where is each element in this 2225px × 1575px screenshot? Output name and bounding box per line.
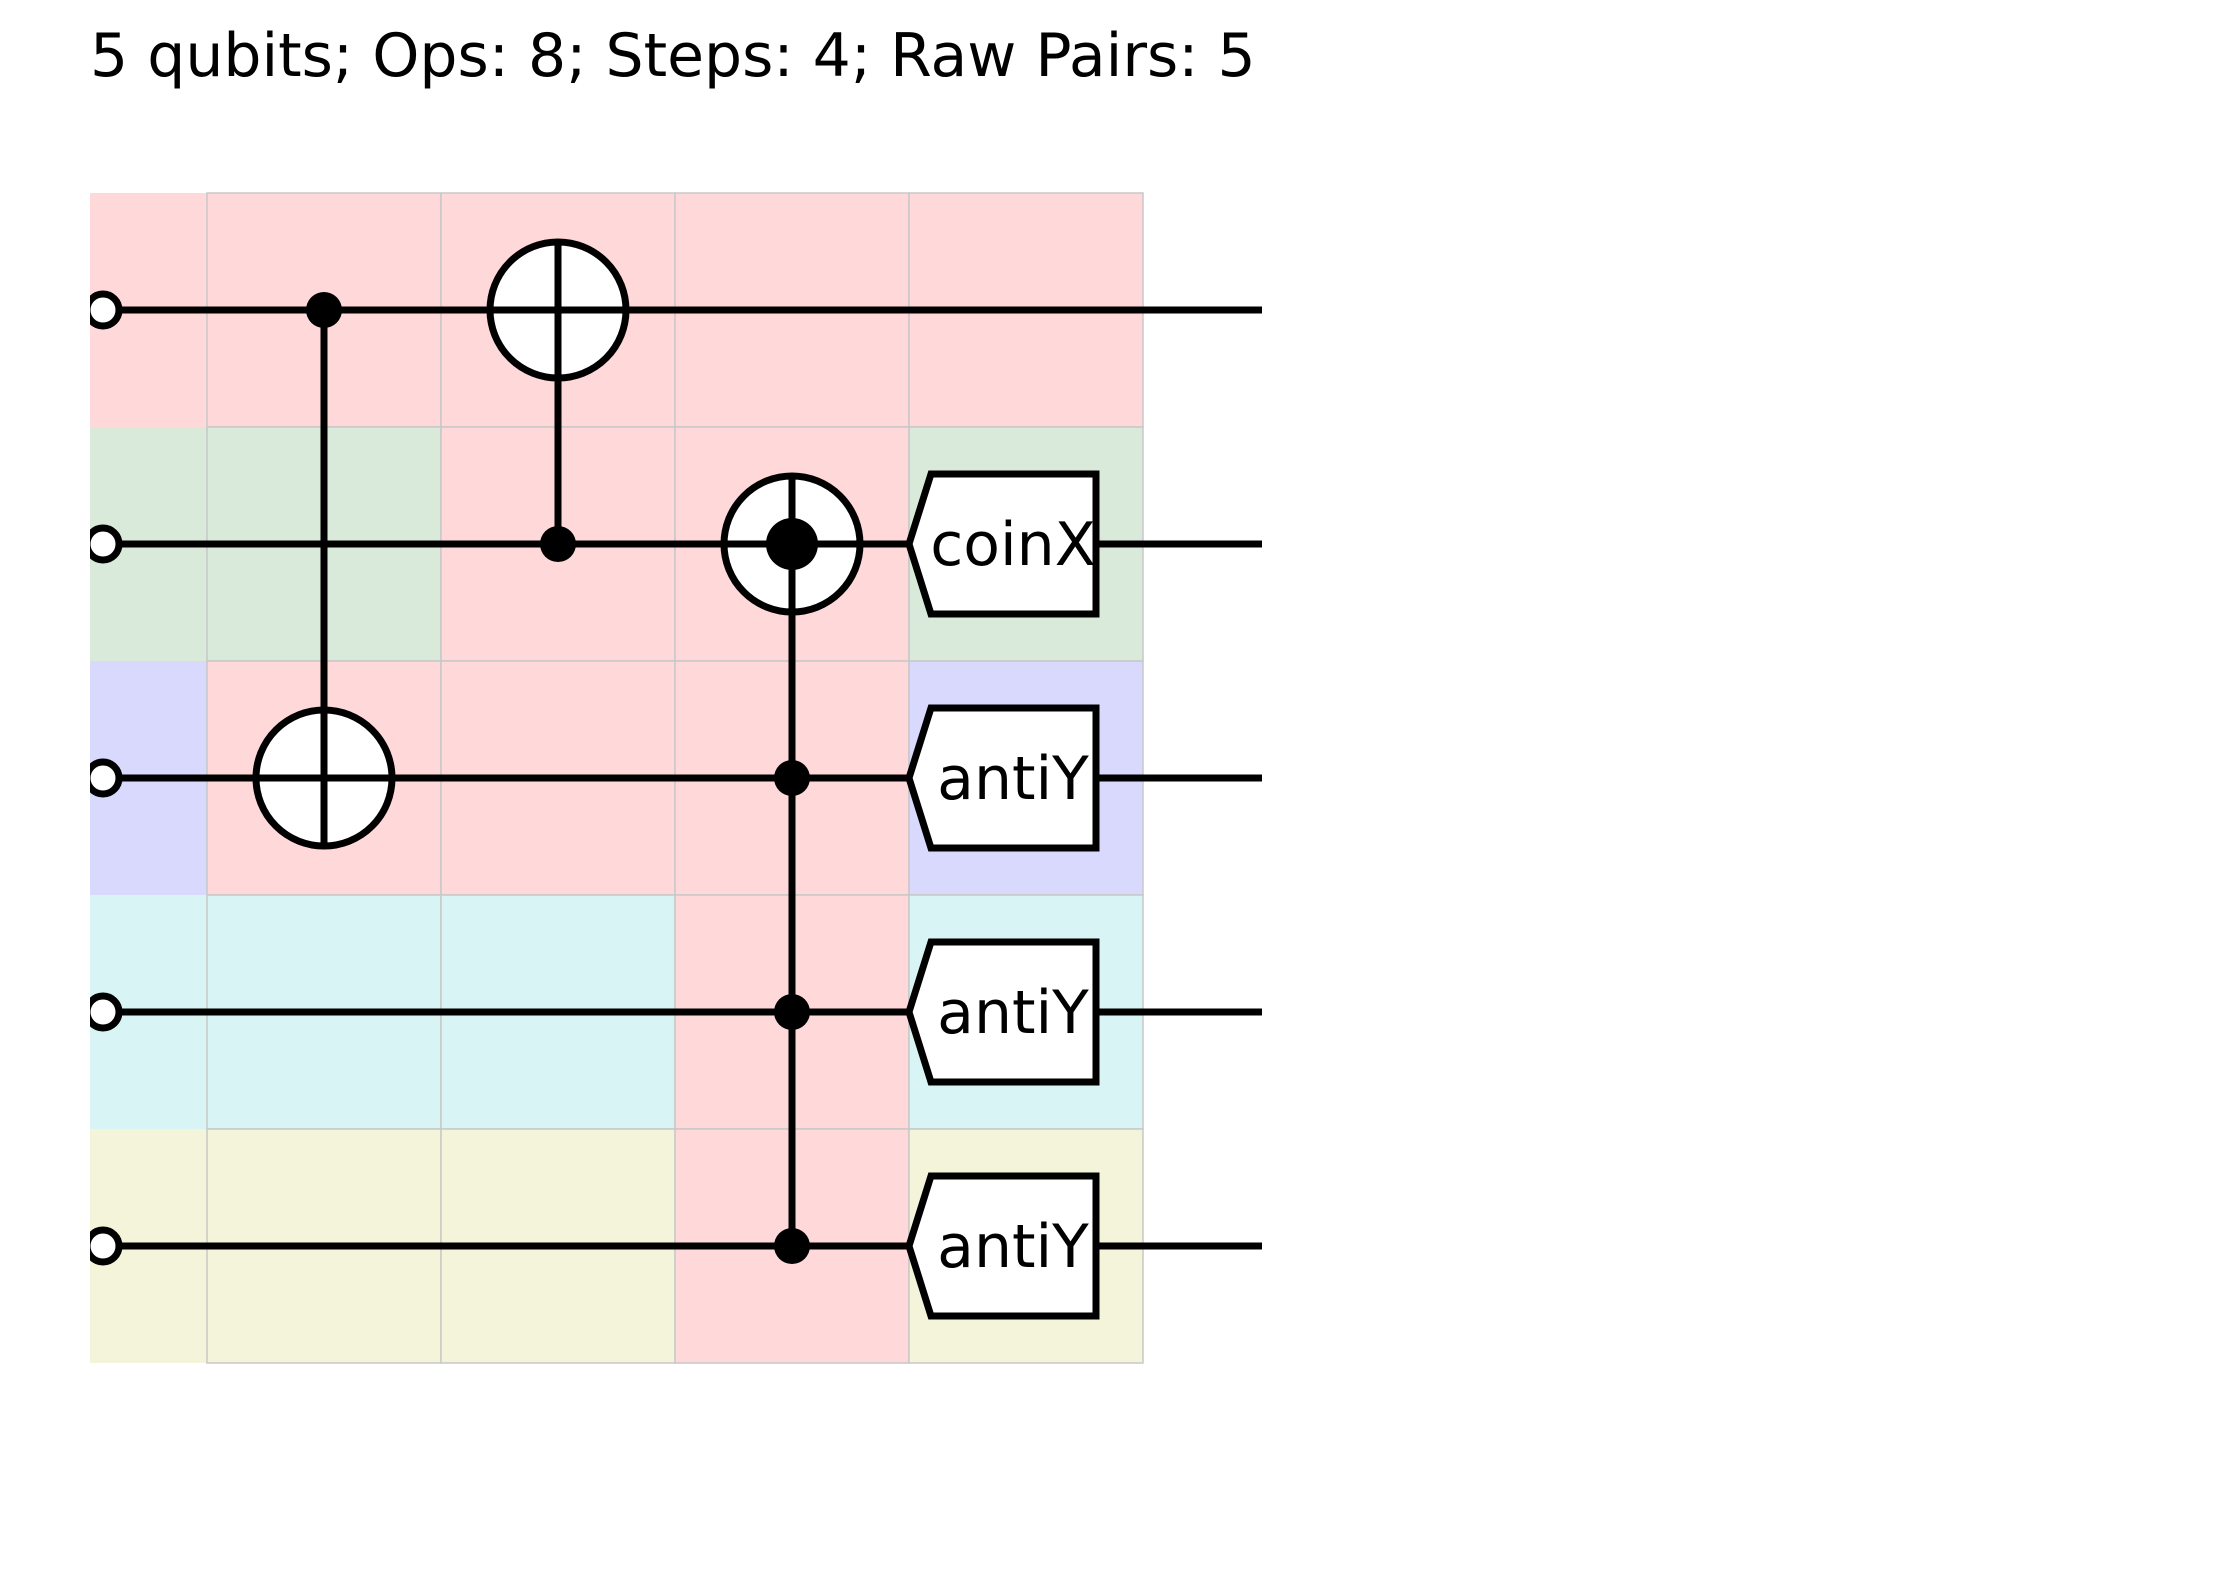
control-dot-q4 [774, 1228, 810, 1264]
cnot-step2 [486, 238, 630, 562]
qubit-input-marker-3 [83, 992, 123, 1032]
qubit-input-marker-1 [83, 524, 123, 564]
measure-antiy-q3: antiY [905, 938, 1100, 1086]
left-margin-mask [0, 153, 90, 1403]
measurement-label: antiY [937, 744, 1089, 814]
measurement-label: antiY [937, 1212, 1089, 1282]
gates: coinX antiY antiY antiY [252, 238, 1100, 1320]
qubit-input-marker-0 [83, 290, 123, 330]
measurement-label: coinX [930, 510, 1096, 580]
control-dot-q1 [540, 526, 576, 562]
qubit-input-marker-2 [83, 758, 123, 798]
measurement-box [905, 704, 1100, 852]
measure-antiy-q4: antiY [905, 1172, 1100, 1320]
control-dot-q2 [774, 760, 810, 796]
measurement-box [905, 470, 1100, 618]
page-title: 5 qubits; Ops: 8; Steps: 4; Raw Pairs: 5 [90, 21, 1256, 91]
cnot-step1 [252, 292, 396, 850]
measurement-box [905, 1172, 1100, 1320]
control-dot-q0 [306, 292, 342, 328]
measure-coinx: coinX [905, 470, 1100, 618]
measurement-label: antiY [937, 978, 1089, 1048]
target-center-dot [766, 518, 818, 570]
measurement-box [905, 938, 1100, 1086]
qubit-input-marker-4 [83, 1226, 123, 1266]
measure-antiy-q2: antiY [905, 704, 1100, 852]
multi-controlled-not-step3 [720, 472, 864, 1264]
control-dot-q3 [774, 994, 810, 1030]
